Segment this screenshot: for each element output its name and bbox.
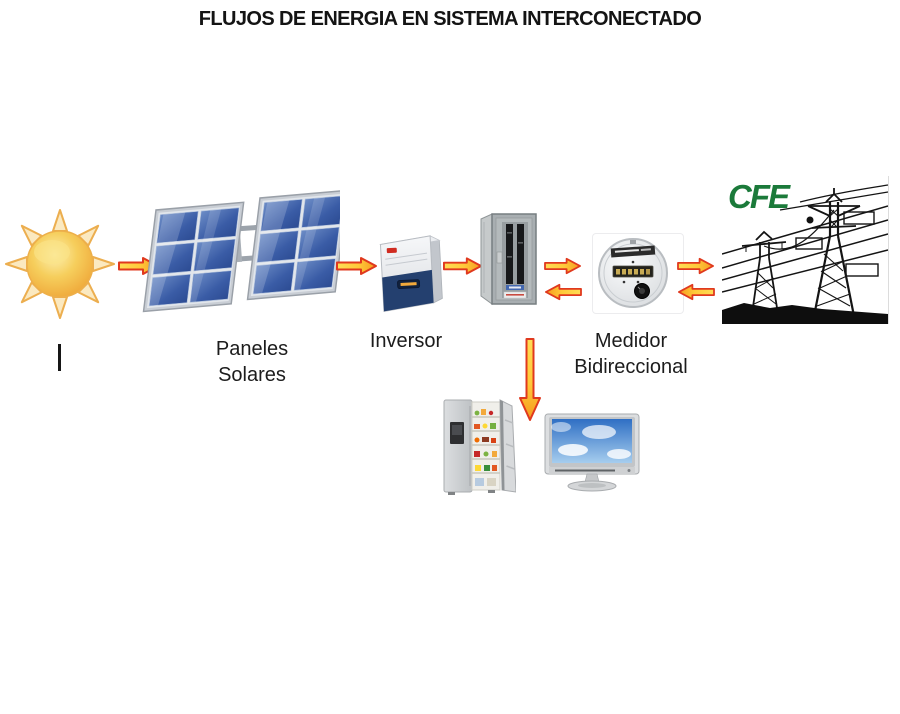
label-paneles-line1: Paneles [215, 338, 289, 360]
refrigerator-icon [442, 396, 516, 498]
solar-panels-icon [140, 190, 340, 330]
label-medidor-bidireccional: Medidor Bidireccional [540, 328, 722, 380]
breaker-panel-icon [480, 212, 538, 310]
flow-arrow-meter-to-grid [676, 257, 716, 275]
inverter-icon [374, 230, 446, 316]
page-title: FLUJOS DE ENERGIA EN SISTEMA INTERCONECT… [198, 8, 702, 30]
tv-icon [543, 412, 641, 494]
label-medidor-line2: Bidireccional [574, 356, 688, 378]
flow-arrow-grid-to-meter [676, 283, 716, 301]
label-inversor: Inversor [369, 330, 443, 352]
electric-meter-icon [592, 233, 684, 314]
sun-icon [5, 209, 115, 319]
text-cursor [58, 344, 61, 371]
cfe-logo-text: CFE [728, 178, 790, 215]
flow-arrow-meter-to-breaker [543, 283, 583, 301]
flow-arrow-inverter-to-breaker [443, 256, 483, 276]
flow-arrow-breaker-to-appliances [518, 338, 542, 422]
label-paneles-solares: Paneles Solares [182, 336, 322, 388]
label-medidor-line1: Medidor [594, 330, 668, 352]
label-paneles-line2: Solares [218, 364, 286, 386]
flow-arrow-breaker-to-meter [543, 257, 583, 275]
transmission-towers-icon [722, 184, 888, 324]
flow-arrow-panels-to-inverter [336, 256, 378, 276]
cfe-grid-image: CFE [722, 176, 889, 324]
